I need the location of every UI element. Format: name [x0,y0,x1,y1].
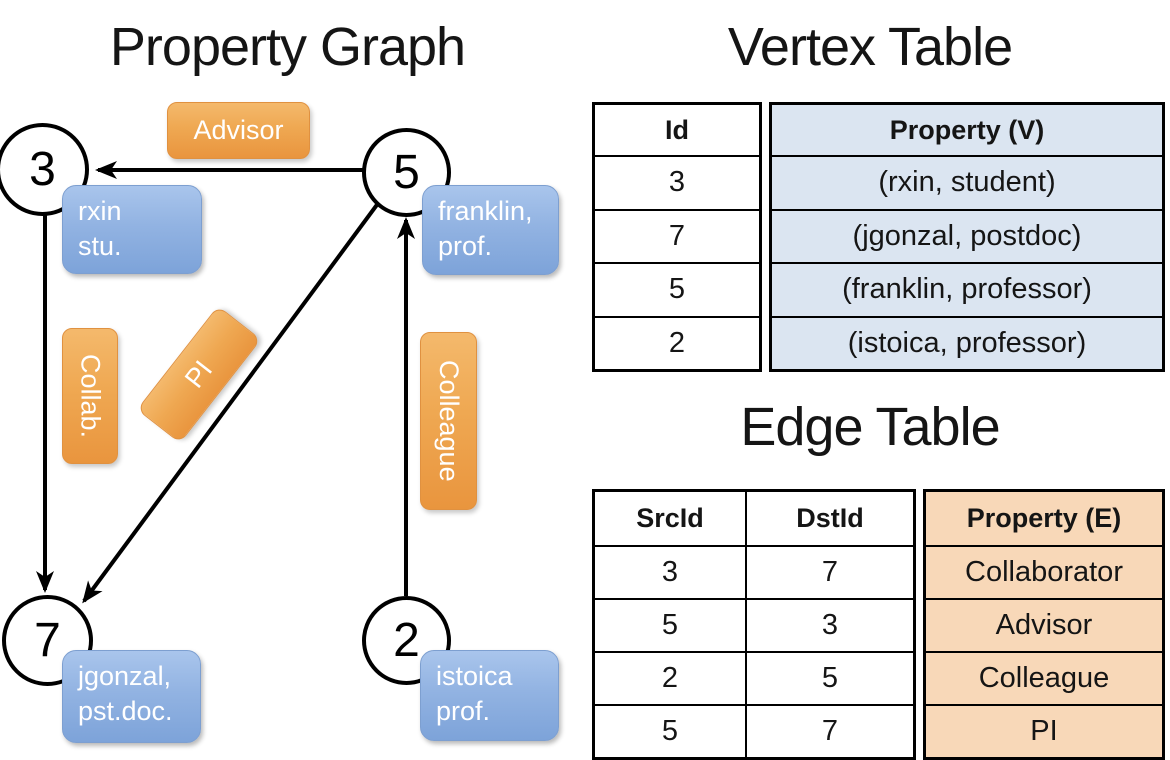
edge-table-dst-cell: 7 [745,545,913,598]
vertex-label-line: rxin [78,196,122,226]
vertex-label-jgonzal: jgonzal, pst.doc. [62,650,201,743]
edge-label-advisor: Advisor [167,102,310,159]
edge-table-id-columns: SrcId DstId 3 7 5 3 2 5 5 7 [592,489,916,760]
edge-pi-5-to-7 [82,200,381,604]
vertex-label-line: franklin, [438,196,533,226]
edge-table-src-cell: 5 [595,598,745,651]
vertex-table-title: Vertex Table [727,17,1013,77]
vertex-table-header-property: Property (V) [889,114,1045,145]
vertex-table-id-column: Id 3 7 5 2 [592,102,762,372]
vertex-label-line: prof. [438,231,493,261]
graph-node-3: 3 [0,123,89,216]
edge-table-property-cell: Collaborator [926,545,1162,598]
vertex-label-rxin: rxin stu. [62,185,202,274]
edge-table-dst-cell: 5 [745,651,913,704]
edge-table-property-cell: PI [926,704,1162,757]
vertex-table-property-cell: (franklin, professor) [772,262,1162,316]
edge-table-src-cell: 2 [595,651,745,704]
vertex-table-property-cell: (rxin, student) [772,155,1162,209]
edge-table-property-cell: Colleague [926,651,1162,704]
edge-table-property-column: Property (E) Collaborator Advisor Collea… [923,489,1165,760]
vertex-label-line: stu. [78,231,122,261]
vertex-label-franklin: franklin, prof. [422,185,559,275]
edge-table-src-cell: 5 [595,704,745,757]
edge-table-header-dstid: DstId [745,492,913,545]
edge-table-title: Edge Table [740,397,1000,457]
vertex-table-id-cell: 3 [595,155,759,209]
vertex-label-line: pst.doc. [78,696,173,726]
vertex-table-id-cell: 7 [595,208,759,263]
vertex-table-property-column: Property (V) (rxin, student) (jgonzal, p… [769,102,1165,372]
vertex-table-property-cell: (jgonzal, postdoc) [772,208,1162,263]
vertex-label-istoica: istoica prof. [420,650,559,741]
edge-table-property-cell: Advisor [926,598,1162,651]
vertex-label-line: jgonzal, [78,661,172,691]
vertex-table-property-cell: (istoica, professor) [772,315,1162,370]
vertex-table-header-id: Id [665,114,689,145]
edge-table-header-srcid: SrcId [636,503,704,533]
edge-table-dst-cell: 7 [745,704,913,757]
vertex-table-id-cell: 2 [595,315,759,370]
edge-label-colleague: Colleague [420,332,477,510]
vertex-label-line: prof. [436,696,491,726]
property-graph-title: Property Graph [109,17,466,77]
edge-table-src-cell: 3 [595,545,745,598]
edge-table-dst-cell: 3 [745,598,913,651]
edge-label-collab: Collab. [62,328,118,464]
vertex-label-line: istoica [436,661,513,691]
vertex-table-id-cell: 5 [595,262,759,316]
edge-table-header-property: Property (E) [966,503,1122,533]
